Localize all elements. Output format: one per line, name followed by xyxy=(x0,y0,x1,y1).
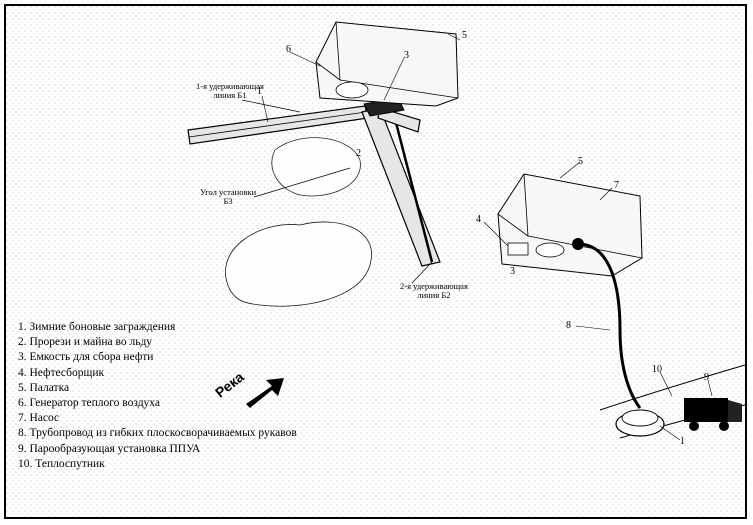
hose-pipeline xyxy=(577,242,642,409)
leader-line-b1 xyxy=(241,99,301,113)
cleared-ice-patch-upper xyxy=(271,137,361,197)
label-first-line: 1-я удерживающая линия Б1 xyxy=(196,81,264,100)
callout-5-right: 5 xyxy=(578,156,583,167)
legend-item: 4. Нефтесборщик xyxy=(18,366,105,379)
callout-7: 7 xyxy=(614,180,619,191)
callout-3-ice: 3 xyxy=(510,266,515,277)
oil-skimmer xyxy=(507,242,529,256)
cleared-ice-patch xyxy=(225,221,372,307)
legend-item: 7. Насос xyxy=(18,412,60,425)
callout-6: 6 xyxy=(286,44,291,55)
callout-8: 8 xyxy=(566,320,571,331)
legend-item: 8. Трубопровод из гибких плоскосворачива… xyxy=(18,427,297,440)
callout-1-top: 1 xyxy=(680,436,685,447)
leader-line-b2 xyxy=(411,261,433,284)
oil-container-right xyxy=(535,242,565,258)
legend-item: 1. Зимние боновые заграждения xyxy=(18,321,176,333)
leader-line-b3 xyxy=(253,167,351,198)
legend-item: 9. Парообразующая установка ППУА xyxy=(18,442,201,455)
legend-item: 6. Генератор теплого воздуха xyxy=(18,397,161,410)
callout-9: 9 xyxy=(704,372,709,383)
callout-2: 2 xyxy=(356,148,361,159)
label-angle-b3: Угол установки Б3 xyxy=(200,187,257,206)
legend-item: 3. Емкость для сбора нефти xyxy=(18,351,154,364)
shore-line-upper xyxy=(599,364,746,411)
steam-truck-icon xyxy=(684,398,742,431)
callout-10: 10 xyxy=(652,364,662,375)
legend-item: 5. Палатка xyxy=(18,381,70,394)
callout-1-arm: 1 xyxy=(257,86,262,97)
flow-direction-arrow-icon xyxy=(246,378,284,408)
legend-item: 10. Теплоспутник xyxy=(18,457,105,470)
label-second-line: 2-я удерживающая линия Б2 xyxy=(400,281,468,300)
callout-5-top: 5 xyxy=(462,30,467,41)
legend-item: 2. Прорези и майна во льду xyxy=(18,336,153,349)
air-generator-upper xyxy=(335,81,369,99)
legend-list: 1. Зимние боновые заграждения 2. Прорези… xyxy=(18,320,438,472)
callout-4: 4 xyxy=(476,214,481,225)
callout-3-tank: 3 xyxy=(404,50,409,61)
